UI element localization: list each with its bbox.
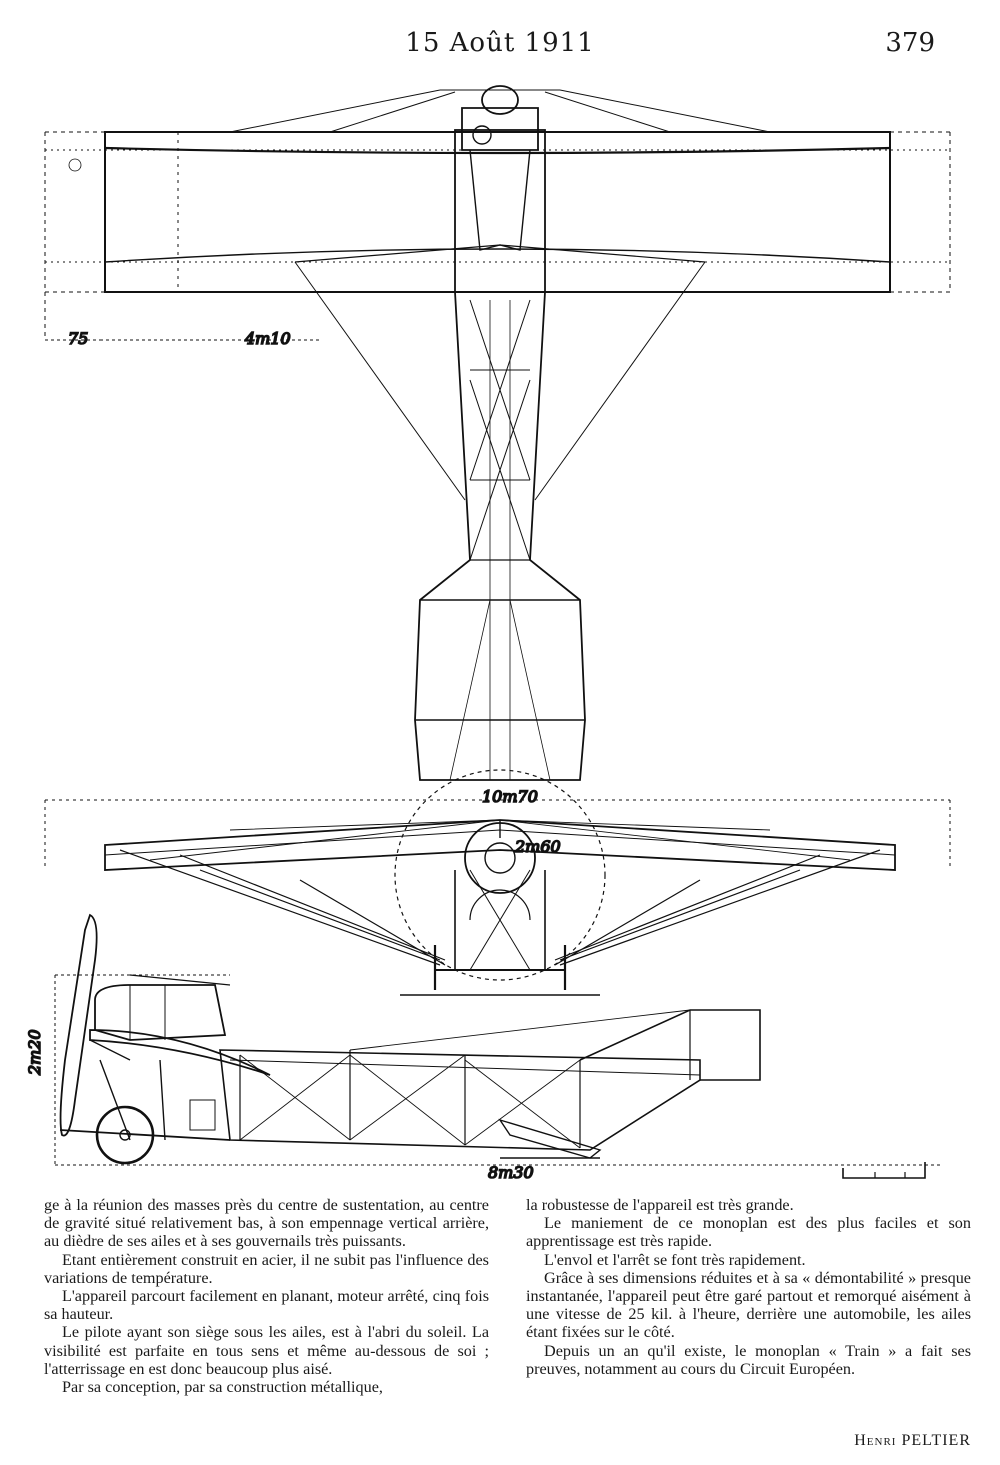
paragraph: la robustesse de l'appareil est très gra… [526, 1196, 794, 1214]
front-view [44, 769, 951, 996]
article-author: Henri PELTIER [854, 1432, 971, 1449]
dimension-height: 2m20 [25, 1029, 44, 1076]
side-view [54, 913, 940, 1179]
paragraph: L'envol et l'arrêt se font très rapideme… [544, 1250, 806, 1269]
plan-view [44, 85, 951, 781]
page-number: 379 [885, 28, 935, 58]
dimension-wing-tip: 75 [68, 329, 88, 348]
aircraft-technical-drawing: 75 4m10 10m70 2m60 [0, 70, 1000, 1190]
paragraph: L'appareil parcourt facilement en planan… [44, 1287, 489, 1324]
page-header-date: 15 Août 1911 [405, 28, 595, 58]
article-column-right: la robustesse de l'appareil est très gra… [526, 1196, 971, 1449]
paragraph: Le maniement de ce monoplan est des plus… [526, 1214, 971, 1251]
article-column-left: ge à la réunion des masses près du centr… [44, 1196, 489, 1396]
dimension-propeller: 2m60 [514, 837, 561, 856]
dimension-span: 10m70 [482, 787, 538, 806]
paragraph: Grâce à ses dimensions réduites et à sa … [526, 1268, 971, 1342]
paragraph: Depuis un an qu'il existe, le monoplan «… [526, 1341, 971, 1378]
dimension-length: 8m30 [488, 1163, 534, 1182]
paragraph: Par sa conception, par sa construction m… [62, 1378, 383, 1397]
paragraph: ge à la réunion des masses près du centr… [44, 1196, 489, 1251]
paragraph: Etant entièrement construit en acier, il… [44, 1250, 489, 1287]
dimension-half-span: 4m10 [244, 329, 291, 348]
paragraph: Le pilote ayant son siège sous les ailes… [44, 1323, 489, 1378]
